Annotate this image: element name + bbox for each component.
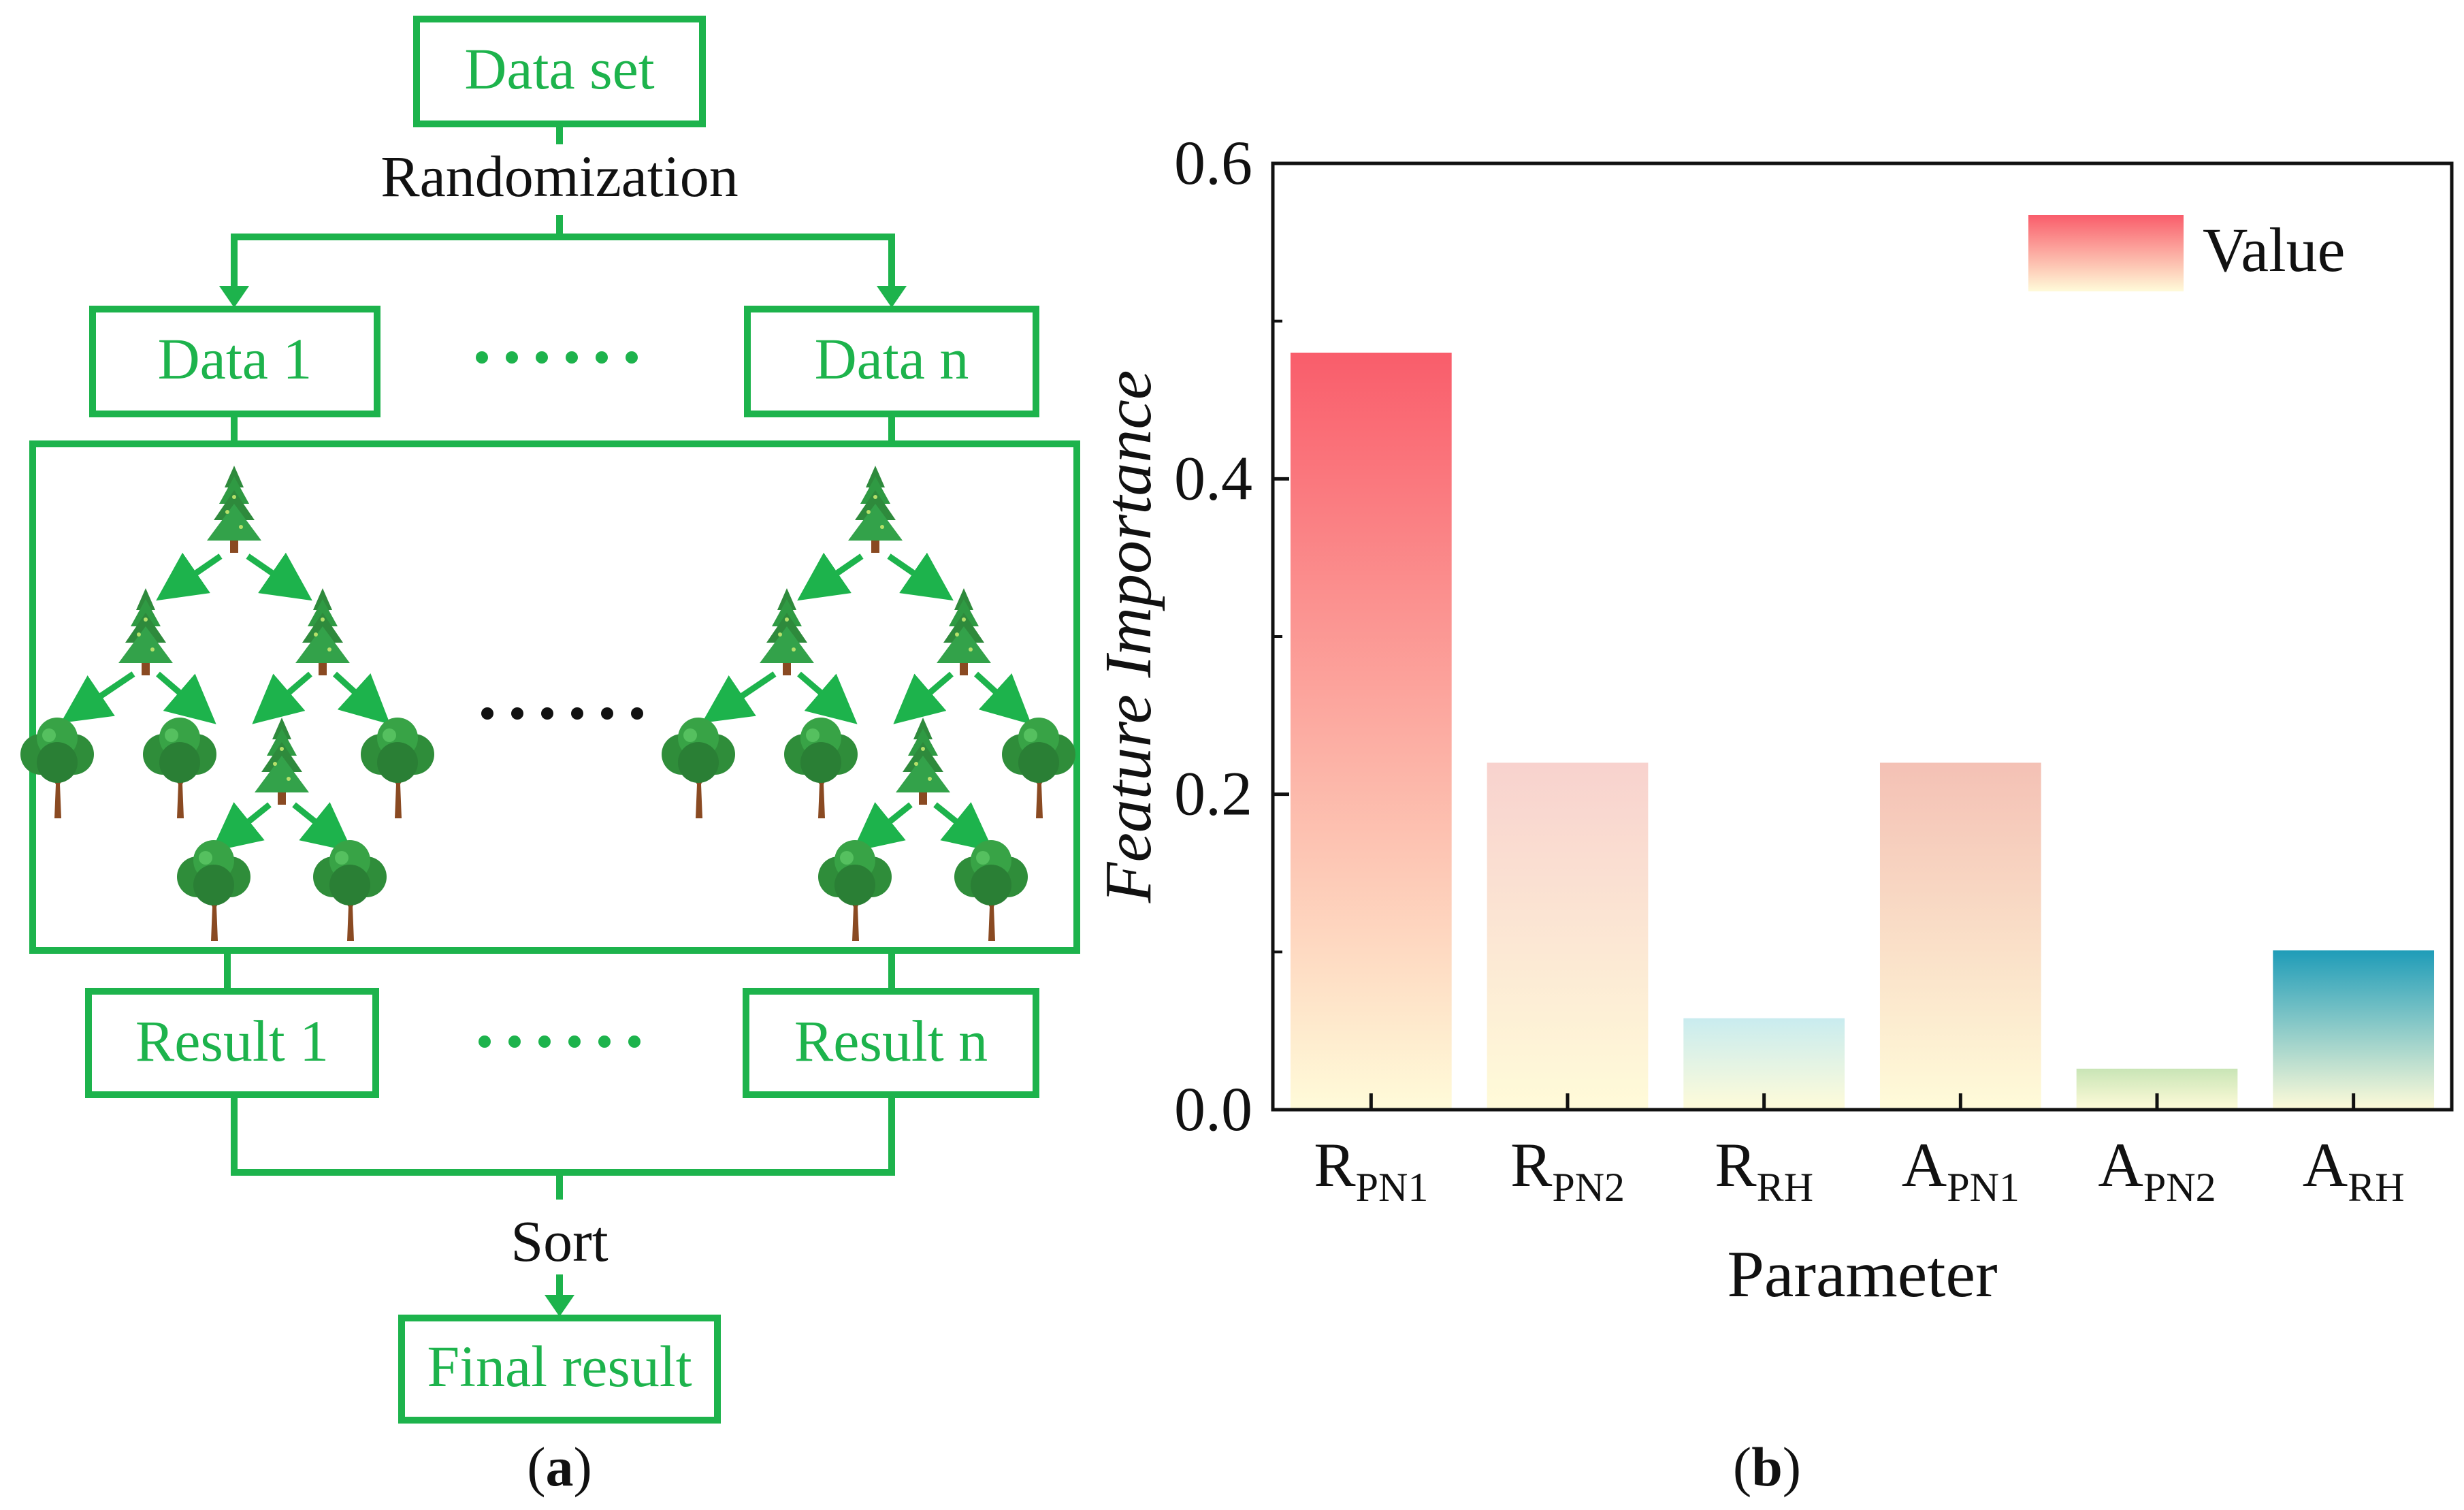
panel-b-chart: RPN1 RPN2 RRH APN1 APN2 ARH 0.0 0.2 0.4 0.6 Value… (1092, 128, 2454, 1498)
bar (1487, 762, 1649, 1110)
bar (1290, 353, 1452, 1110)
bar (1879, 762, 2041, 1110)
arrowhead (545, 1295, 574, 1317)
bar (2273, 950, 2435, 1110)
y-axis-title: Feature Importance (1092, 370, 1165, 904)
x-tick-label: RPN1 (1314, 1130, 1428, 1210)
x-tick-label: APN1 (1902, 1130, 2020, 1210)
plot-frame (1271, 161, 2454, 1112)
y-tick-label: 0.4 (1174, 443, 1252, 513)
decision-tree-left (20, 466, 434, 941)
result-1-label: Result 1 (135, 1008, 329, 1074)
x-tick-label: RRH (1715, 1130, 1813, 1210)
ticks: RPN1 RPN2 RRH APN1 APN2 ARH 0.0 0.2 0.4 0.6 (1174, 128, 2405, 1210)
arrowhead (877, 286, 907, 308)
bars (1290, 353, 2435, 1110)
legend-swatch (2028, 215, 2184, 291)
legend-label: Value (2203, 215, 2345, 285)
legend: Value (2028, 215, 2345, 291)
y-tick-label: 0.6 (1174, 128, 1252, 197)
sort-label: Sort (510, 1208, 608, 1274)
panel-b-caption: (b) (1733, 1436, 1801, 1498)
final-result-box (398, 1315, 721, 1424)
data-set-label: Data set (464, 36, 654, 101)
y-tick-label: 0.0 (1174, 1074, 1252, 1144)
x-axis-title: Parameter (1727, 1238, 1997, 1311)
y-tick-label: 0.2 (1174, 759, 1252, 829)
ellipsis-dots (479, 1035, 641, 1048)
forest-box (29, 440, 1080, 954)
x-tick-label: RPN2 (1510, 1130, 1625, 1210)
panel-a-caption: (a) (527, 1436, 592, 1498)
ellipsis-dots (476, 351, 638, 364)
x-tick-label: ARH (2303, 1130, 2405, 1210)
ellipsis-dots-black (481, 707, 643, 720)
final-result-label: Final result (427, 1334, 692, 1399)
panel-a-flowchart: Data set Randomization Data 1 Data n (20, 16, 1080, 1498)
data-1-label: Data 1 (158, 326, 312, 391)
decision-tree-right (662, 466, 1075, 941)
arrowhead (219, 286, 249, 308)
result-n-label: Result n (794, 1008, 988, 1074)
x-tick-label: APN2 (2098, 1130, 2216, 1210)
randomization-label: Randomization (380, 144, 738, 209)
data-n-label: Data n (815, 326, 969, 391)
